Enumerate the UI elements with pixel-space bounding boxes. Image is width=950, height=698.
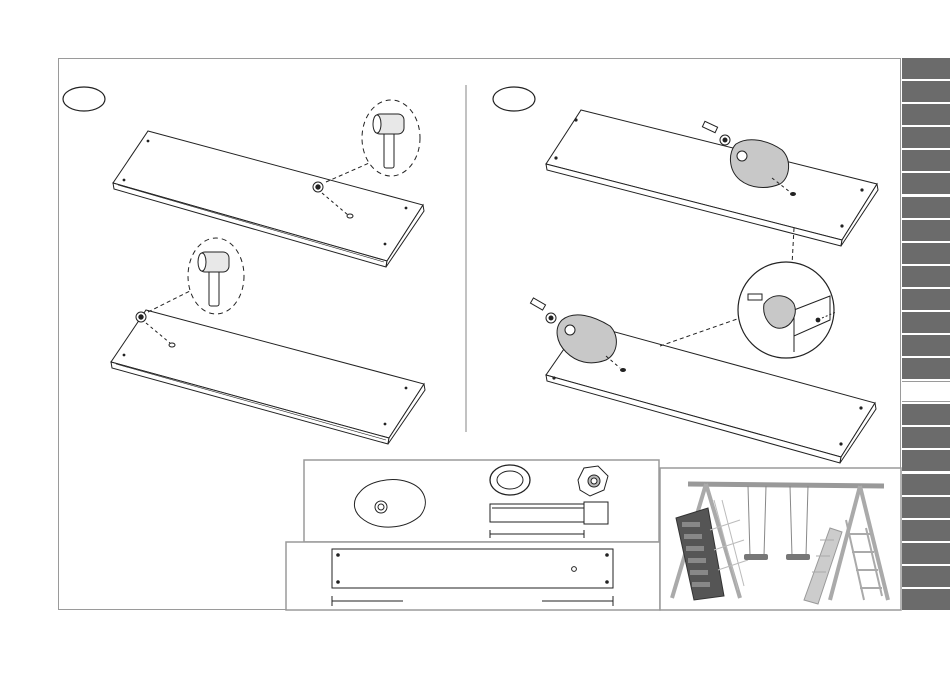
step-number-bubble-left [63, 87, 105, 111]
swing-set-preview [660, 468, 901, 610]
board-lower-left [111, 310, 425, 444]
parts-box [304, 460, 659, 542]
part-climbing-hold [354, 480, 425, 527]
board-part-box [286, 542, 660, 610]
step-number-bubble-right [493, 87, 535, 111]
bolt-lower [530, 298, 556, 323]
